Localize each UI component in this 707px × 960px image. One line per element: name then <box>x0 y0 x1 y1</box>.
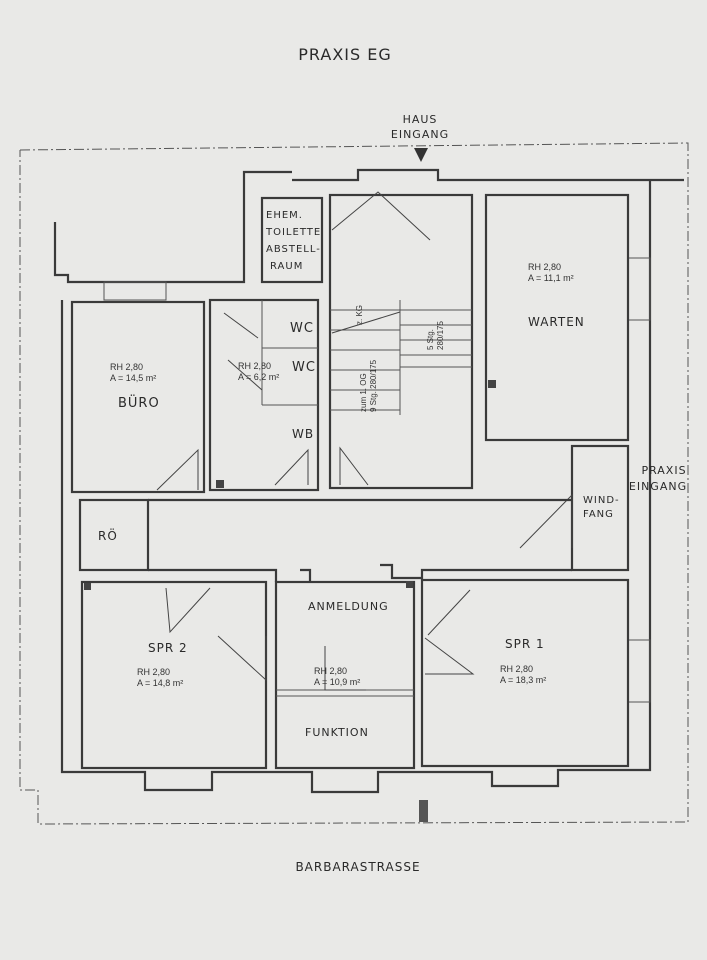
house-entrance: HAUS EINGANG <box>391 113 449 162</box>
room-buero: RH 2,80 A = 14,5 m² BÜRO <box>70 300 206 494</box>
svg-text:A = 11,1 m²: A = 11,1 m² <box>528 273 574 283</box>
svg-text:ANMELDUNG: ANMELDUNG <box>308 600 389 613</box>
svg-text:5 Stg.: 5 Stg. <box>426 329 435 350</box>
street-name: BARBARASTRASSE <box>295 860 420 874</box>
hallway-walls <box>148 498 572 582</box>
staircase: zum 1. OG 9 Stg. 280/175 z. KG 5 Stg. 28… <box>328 191 474 490</box>
svg-text:RH 2,80: RH 2,80 <box>314 666 347 676</box>
svg-text:EINGANG: EINGANG <box>391 128 449 141</box>
svg-text:RH 2,80: RH 2,80 <box>110 362 143 372</box>
svg-text:WIND-: WIND- <box>583 495 620 506</box>
room-warten: RH 2,80 A = 11,1 m² WARTEN <box>484 193 630 442</box>
svg-text:WC: WC <box>290 321 314 336</box>
svg-text:HAUS: HAUS <box>403 113 438 126</box>
svg-text:A = 18,3 m²: A = 18,3 m² <box>500 675 546 685</box>
svg-text:RAUM: RAUM <box>270 261 303 272</box>
svg-text:WC: WC <box>292 360 316 375</box>
svg-text:WB: WB <box>292 427 314 441</box>
room-storage: EHEM. TOILETTE ABSTELL- RAUM <box>260 196 324 284</box>
room-windfang: WIND- FANG PRAXIS EINGANG <box>519 444 687 572</box>
site-boundary <box>19 142 689 825</box>
svg-text:EINGANG: EINGANG <box>629 480 687 493</box>
svg-text:280/175: 280/175 <box>436 321 445 350</box>
room-anmeldung: ANMELDUNG RH 2,80 A = 10,9 m² FUNKTION <box>274 580 416 770</box>
svg-text:RÖ: RÖ <box>98 527 118 543</box>
svg-text:BÜRO: BÜRO <box>118 394 160 411</box>
svg-text:FANG: FANG <box>583 509 614 520</box>
svg-text:A = 14,5 m²: A = 14,5 m² <box>110 373 156 383</box>
svg-text:TOILETTE: TOILETTE <box>265 227 321 238</box>
svg-text:RH 2,80: RH 2,80 <box>500 664 533 674</box>
exterior-walls <box>53 168 684 794</box>
svg-text:FUNKTION: FUNKTION <box>305 726 369 739</box>
svg-text:PRAXIS: PRAXIS <box>641 464 686 477</box>
street-marker-icon <box>419 800 428 822</box>
svg-text:z. KG: z. KG <box>355 305 364 325</box>
svg-text:A = 14,8 m²: A = 14,8 m² <box>137 678 183 688</box>
room-spr1: SPR 1 RH 2,80 A = 18,3 m² <box>406 578 630 768</box>
entrance-arrow-icon <box>414 148 428 162</box>
room-roe: RÖ <box>78 498 150 572</box>
svg-text:A = 6,2 m²: A = 6,2 m² <box>238 372 279 382</box>
svg-text:ABSTELL-: ABSTELL- <box>266 244 321 255</box>
svg-text:SPR 1: SPR 1 <box>505 637 545 651</box>
svg-text:9 Stg. 280/175: 9 Stg. 280/175 <box>369 359 378 412</box>
plan-title: PRAXIS EG <box>298 45 392 64</box>
svg-text:RH 2,80: RH 2,80 <box>528 262 561 272</box>
svg-text:SPR 2: SPR 2 <box>148 641 188 655</box>
svg-text:RH 2,80: RH 2,80 <box>137 667 170 677</box>
room-spr2: SPR 2 RH 2,80 A = 14,8 m² <box>80 580 268 770</box>
svg-text:zum 1. OG: zum 1. OG <box>359 373 368 412</box>
svg-text:EHEM.: EHEM. <box>266 210 303 221</box>
svg-text:RH 2,80: RH 2,80 <box>238 361 271 371</box>
svg-text:A = 10,9 m²: A = 10,9 m² <box>314 677 360 687</box>
svg-text:WARTEN: WARTEN <box>528 315 585 329</box>
room-wc-block: WC RH 2,80 A = 6,2 m² WC WB <box>208 298 320 492</box>
